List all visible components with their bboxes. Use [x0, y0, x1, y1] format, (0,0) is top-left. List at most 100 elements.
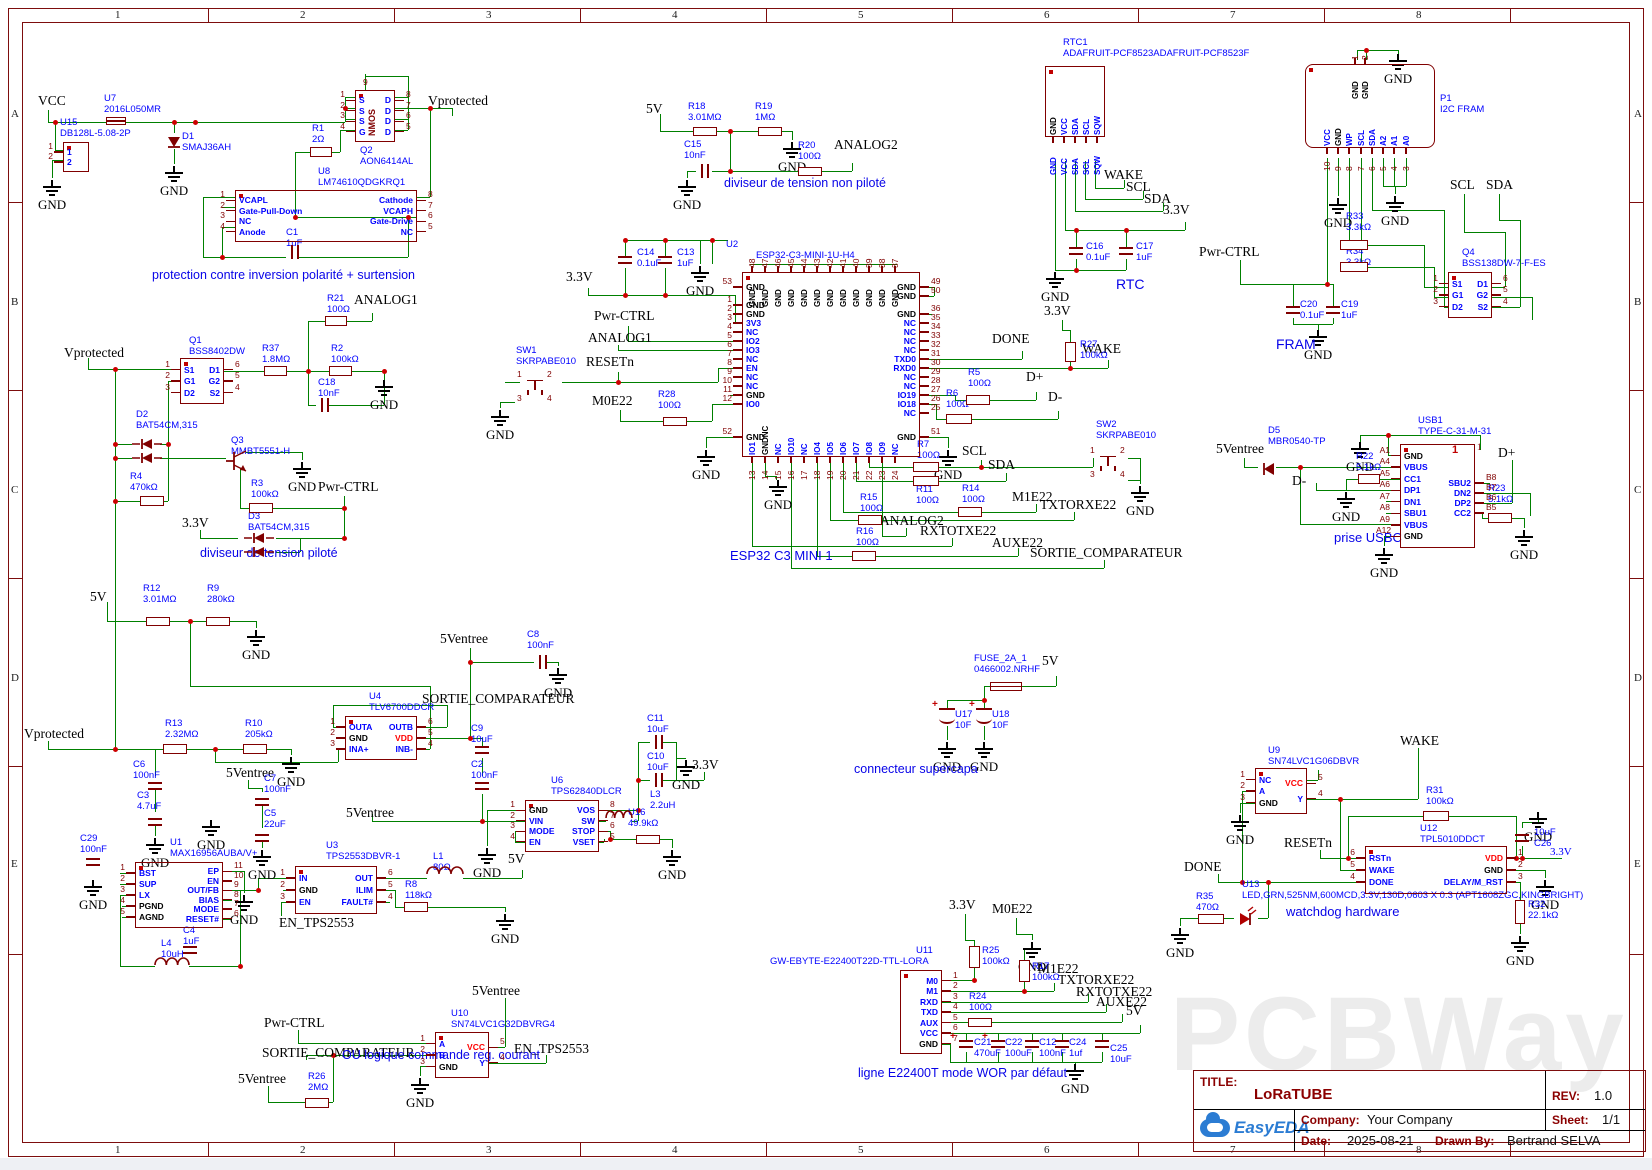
- gnd-symbol[interactable]: GND: [933, 759, 962, 774]
- wire[interactable]: [298, 1043, 435, 1045]
- caption-connecteur-supercapa[interactable]: connecteur supercapa: [854, 762, 978, 776]
- junction-dot[interactable]: [1513, 855, 1519, 861]
- capacitor-c25[interactable]: [1095, 1040, 1109, 1042]
- wire[interactable]: [1036, 392, 1038, 400]
- wire[interactable]: [950, 1044, 952, 1062]
- resistor-r25[interactable]: [969, 946, 980, 968]
- wire[interactable]: [752, 546, 952, 548]
- wire[interactable]: [505, 907, 507, 912]
- resistor-r32[interactable]: [1515, 900, 1525, 924]
- resistor-r23[interactable]: [1488, 513, 1512, 523]
- resistor-r35[interactable]: [1198, 914, 1224, 924]
- wire[interactable]: [52, 160, 54, 178]
- gnd-symbol[interactable]: GND: [38, 197, 67, 212]
- wire[interactable]: [377, 878, 427, 880]
- wire[interactable]: [190, 686, 430, 688]
- wire[interactable]: [676, 758, 686, 760]
- wire[interactable]: [947, 700, 984, 702]
- wire[interactable]: [1140, 458, 1142, 484]
- net-label-5ventree[interactable]: 5Ventree: [1216, 441, 1264, 456]
- wire[interactable]: [1108, 360, 1110, 368]
- junction-dot[interactable]: [112, 746, 118, 752]
- caption-protection-contre-inversion-po[interactable]: protection contre inversion polarité + s…: [152, 268, 415, 282]
- capacitor-c9[interactable]: [475, 746, 489, 748]
- wire[interactable]: [1318, 324, 1320, 330]
- wire[interactable]: [1348, 816, 1423, 818]
- junction-dot[interactable]: [305, 368, 311, 374]
- wire[interactable]: [1384, 536, 1386, 546]
- net-label-wake[interactable]: WAKE: [1400, 733, 1439, 748]
- wire[interactable]: [1338, 158, 1340, 196]
- wire[interactable]: [1062, 1033, 1064, 1040]
- wire[interactable]: [920, 395, 955, 397]
- wire[interactable]: [704, 772, 706, 780]
- wire[interactable]: [1036, 504, 1038, 512]
- net-label-analog2[interactable]: ANALOG2: [834, 137, 898, 152]
- wire[interactable]: [776, 476, 778, 480]
- capacitor-c29[interactable]: [86, 858, 100, 860]
- resistor-r19[interactable]: [758, 127, 782, 136]
- resistor-r27[interactable]: [1065, 342, 1076, 362]
- net-label-pwr-ctrl[interactable]: Pwr-CTRL: [318, 479, 379, 494]
- wire[interactable]: [377, 902, 390, 904]
- junction-dot[interactable]: [192, 119, 198, 125]
- component-U10[interactable]: [435, 1032, 489, 1078]
- wire[interactable]: [420, 1066, 422, 1076]
- junction-dot[interactable]: [1324, 281, 1330, 287]
- wire[interactable]: [1242, 791, 1244, 882]
- wire[interactable]: [638, 742, 640, 810]
- net-label-d+[interactable]: D+: [1026, 369, 1044, 384]
- wire[interactable]: [791, 461, 793, 568]
- wire[interactable]: [107, 602, 109, 621]
- resistor-r2[interactable]: [329, 366, 352, 376]
- wire[interactable]: [1492, 297, 1532, 299]
- component-U15[interactable]: [63, 142, 89, 172]
- junction-dot[interactable]: [330, 1052, 336, 1058]
- wire[interactable]: [628, 326, 630, 341]
- junction-dot[interactable]: [978, 464, 984, 470]
- junction-dot[interactable]: [427, 105, 433, 111]
- wire[interactable]: [638, 780, 650, 782]
- junction-dot[interactable]: [255, 887, 261, 893]
- wire[interactable]: [1320, 858, 1365, 860]
- wire[interactable]: [1492, 307, 1520, 309]
- wire[interactable]: [906, 528, 908, 536]
- gnd-symbol[interactable]: GND: [486, 427, 515, 442]
- wire[interactable]: [830, 520, 858, 522]
- wire[interactable]: [920, 404, 936, 406]
- wire[interactable]: [1240, 260, 1242, 284]
- wire[interactable]: [338, 749, 340, 762]
- wire[interactable]: [1244, 458, 1246, 467]
- wire[interactable]: [1074, 512, 1076, 520]
- junction-dot[interactable]: [1363, 47, 1369, 53]
- wire[interactable]: [750, 264, 897, 266]
- caption-prise-usbc[interactable]: prise USBC: [1334, 530, 1402, 545]
- sheet-value[interactable]: 1/1: [1602, 1112, 1621, 1127]
- gnd-symbol[interactable]: GND: [230, 912, 259, 927]
- rev-value[interactable]: 1.0: [1594, 1088, 1613, 1103]
- label-gw-ebyte-e22400t22d-ttl-lora[interactable]: GW-EBYTE-E22400T22D-TTL-LORA: [770, 956, 929, 967]
- junction-dot[interactable]: [237, 963, 243, 969]
- net-label-5ventree[interactable]: 5Ventree: [440, 631, 488, 646]
- junction-dot[interactable]: [212, 746, 218, 752]
- net-label-m1e22[interactable]: M1E22: [1038, 961, 1079, 976]
- wire[interactable]: [939, 467, 1093, 469]
- resistor-r3[interactable]: [249, 503, 273, 513]
- wire[interactable]: [88, 358, 90, 369]
- wire[interactable]: [187, 749, 215, 751]
- junction-dot[interactable]: [727, 128, 733, 134]
- wire[interactable]: [430, 108, 432, 197]
- wire[interactable]: [939, 481, 1006, 483]
- capacitor-c2[interactable]: [475, 782, 489, 784]
- resistor-u16[interactable]: [636, 835, 660, 844]
